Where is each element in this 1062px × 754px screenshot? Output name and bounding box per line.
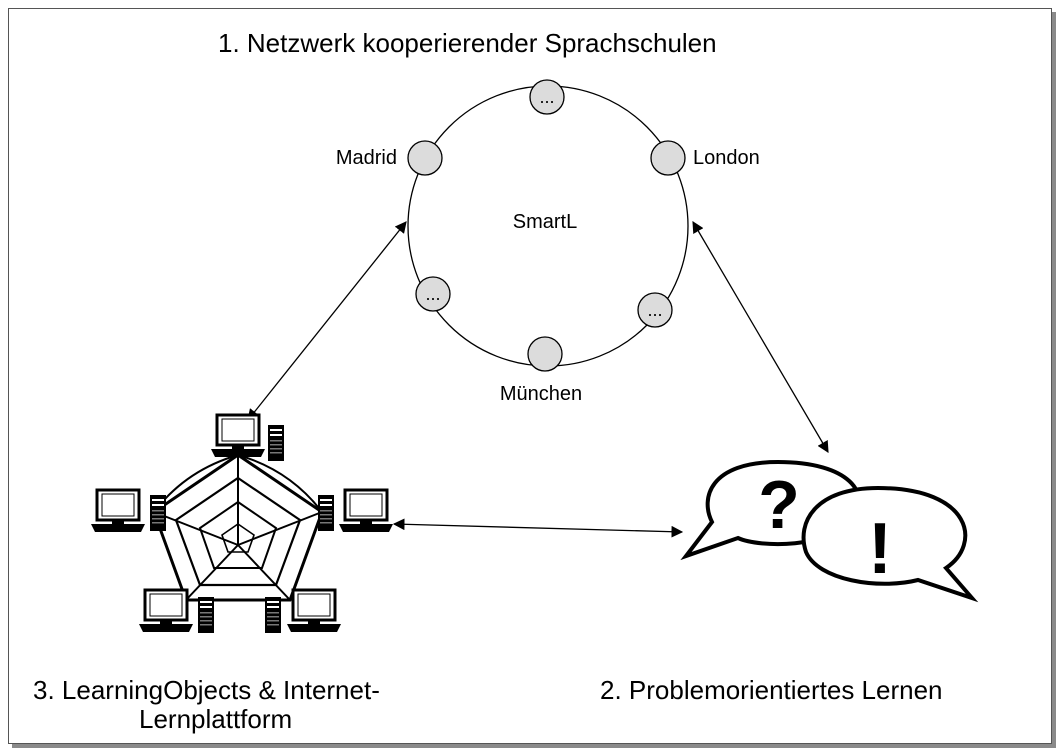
ring-label-muenchen: München — [500, 383, 582, 405]
ring-node-london — [650, 140, 686, 176]
arrow-ring-platform — [247, 221, 407, 421]
caption-network: 1. Netzwerk kooperierender Sprachschulen — [218, 28, 717, 58]
ring-node-ellipsis: ... — [539, 87, 554, 107]
ring-label-london: London — [693, 147, 760, 169]
ring-label-madrid: Madrid — [336, 147, 397, 169]
ring-node-muenchen — [527, 336, 563, 372]
ring-center-label: SmartL — [513, 211, 577, 233]
speech-bubble-icon: ! — [801, 485, 979, 603]
ring-node-ellipsis: ... — [425, 284, 440, 304]
caption-platform-line1: 3. LearningObjects & Internet- — [33, 675, 380, 705]
web-network-icon — [152, 453, 324, 602]
question-mark: ? — [758, 467, 800, 543]
caption-problem: 2. Problemorientiertes Lernen — [600, 675, 943, 705]
ring-node-lower-right: ... — [637, 292, 673, 328]
computer-icon — [265, 588, 343, 634]
ring-node-madrid — [407, 140, 443, 176]
computer-icon — [137, 588, 214, 634]
ring-node-lower-left: ... — [415, 276, 451, 312]
caption-platform-line2: Lernplattform — [139, 704, 293, 734]
arrow-ring-problem — [692, 220, 829, 454]
ring-node-ellipsis: ... — [647, 300, 662, 320]
computer-icon — [209, 413, 284, 461]
exclamation-mark: ! — [868, 509, 892, 589]
arrow-platform-problem — [392, 518, 684, 538]
computer-icon — [318, 488, 395, 534]
computer-icon — [89, 488, 166, 534]
ring-node-top: ... — [529, 79, 565, 115]
